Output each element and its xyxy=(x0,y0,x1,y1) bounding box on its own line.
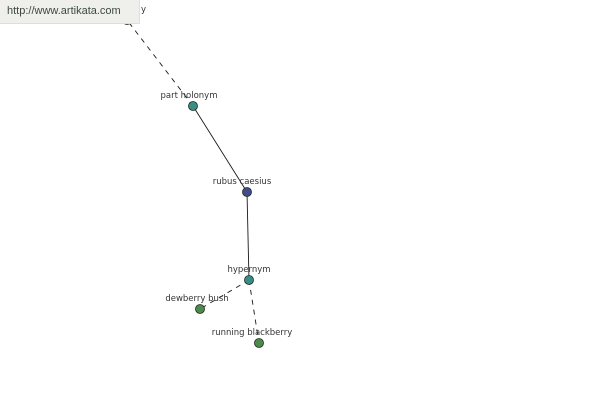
edge-rubus-caesius-to-hypernym xyxy=(246,191,250,281)
node-label-part-holonym: part holonym xyxy=(161,91,218,101)
nodes-layer: y part holonym rubus caesius hypernym de… xyxy=(122,5,293,348)
edge-part-holonym-to-top-partial xyxy=(126,19,194,107)
node-label-top-partial: y xyxy=(141,5,146,15)
node-dewberry-bush-circle[interactable] xyxy=(195,304,205,314)
node-label-running-blackberry: running blackberry xyxy=(212,328,293,338)
node-label-rubus-caesius: rubus caesius xyxy=(213,177,272,187)
node-label-hypernym: hypernym xyxy=(227,265,270,275)
node-dewberry-bush[interactable]: dewberry bush xyxy=(165,294,229,314)
node-part-holonym[interactable]: part holonym xyxy=(161,91,218,111)
site-url-bar[interactable]: http://www.artikata.com xyxy=(0,0,140,24)
node-hypernym-circle[interactable] xyxy=(244,275,254,285)
node-hypernym[interactable]: hypernym xyxy=(227,265,271,285)
edges-layer xyxy=(126,19,260,344)
node-rubus-caesius-circle[interactable] xyxy=(242,187,252,197)
site-url-text[interactable]: http://www.artikata.com xyxy=(7,5,121,17)
edge-rubus-caesius-to-part-holonym xyxy=(192,105,248,193)
node-running-blackberry[interactable]: running blackberry xyxy=(212,328,293,348)
edge-hypernym-to-running-blackberry xyxy=(248,279,260,344)
node-rubus-caesius[interactable]: rubus caesius xyxy=(213,177,272,197)
node-label-dewberry-bush: dewberry bush xyxy=(165,294,228,304)
node-part-holonym-circle[interactable] xyxy=(188,101,198,111)
node-running-blackberry-circle[interactable] xyxy=(254,338,264,348)
